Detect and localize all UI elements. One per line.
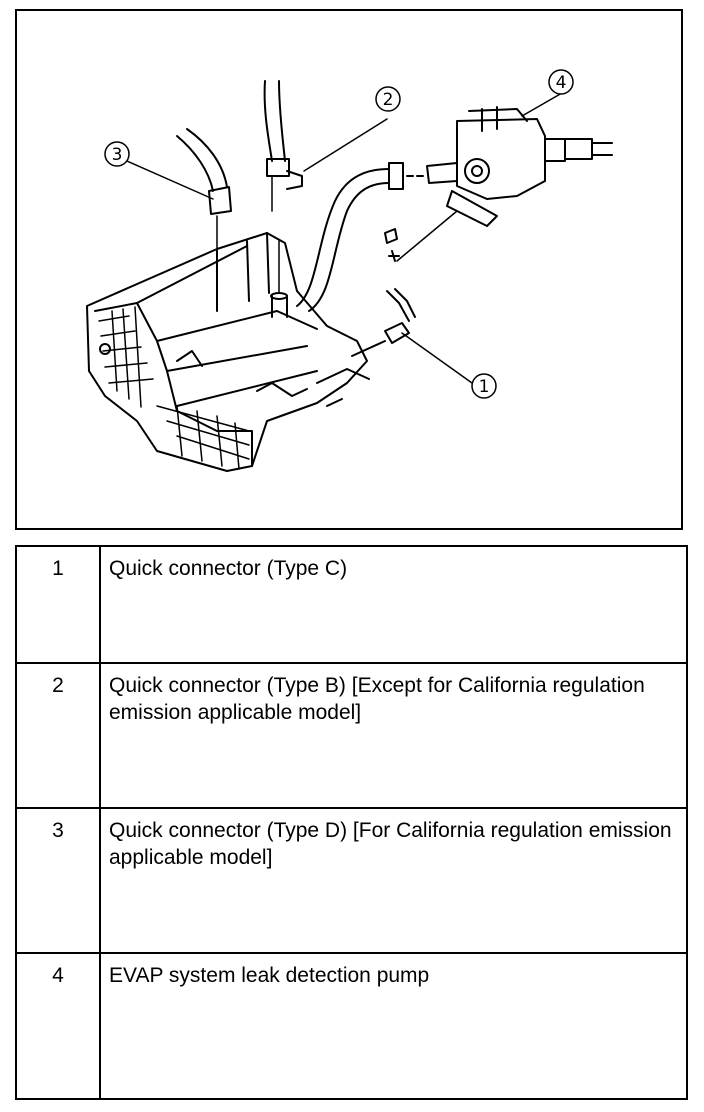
callout-3: 3 xyxy=(104,141,130,167)
callout-1: 1 xyxy=(471,373,497,399)
legend-table: 1 Quick connector (Type C) 2 Quick conne… xyxy=(15,545,688,1100)
row-number: 4 xyxy=(15,952,101,1100)
table-row: 3 Quick connector (Type D) [For Californ… xyxy=(15,807,688,954)
evap-canister xyxy=(86,232,370,472)
row-description: EVAP system leak detection pump xyxy=(99,952,688,1100)
row-number: 1 xyxy=(15,545,101,664)
row-number: 2 xyxy=(15,662,101,809)
row-description: Quick connector (Type B) [Except for Cal… xyxy=(99,662,688,809)
table-row: 2 Quick connector (Type B) [Except for C… xyxy=(15,662,688,809)
row-description: Quick connector (Type D) [For California… xyxy=(99,807,688,954)
callout-2-label: 2 xyxy=(383,90,394,110)
quick-connector-1 xyxy=(384,322,410,344)
quick-connector-2 xyxy=(266,158,290,177)
row-number: 3 xyxy=(15,807,101,954)
callout-1-label: 1 xyxy=(479,377,490,397)
diagram-figure: 1 2 3 4 xyxy=(15,9,683,530)
table-row: 1 Quick connector (Type C) xyxy=(15,545,688,664)
quick-connector-3 xyxy=(208,186,232,215)
callout-4-label: 4 xyxy=(556,73,567,93)
callout-4: 4 xyxy=(548,69,574,95)
row-description: Quick connector (Type C) xyxy=(99,545,688,664)
evap-canister-illustration: 1 2 3 4 xyxy=(86,69,613,472)
callout-2: 2 xyxy=(375,86,401,112)
callout-3-label: 3 xyxy=(112,145,123,165)
table-row: 4 EVAP system leak detection pump xyxy=(15,952,688,1100)
leak-detection-pump xyxy=(426,106,613,227)
